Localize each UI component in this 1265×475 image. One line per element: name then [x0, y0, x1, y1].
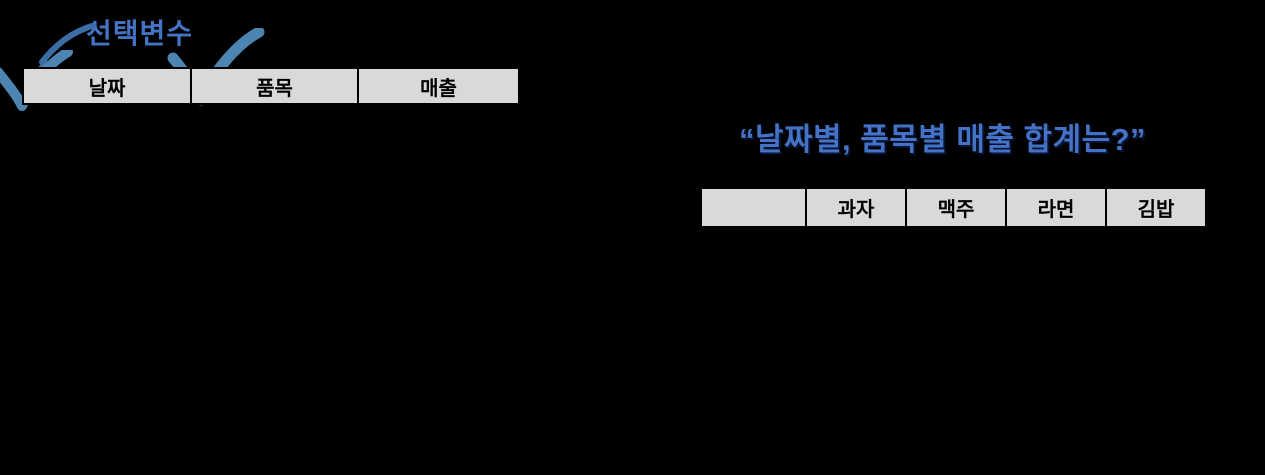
- source-header-item: 품목: [190, 67, 359, 105]
- pivot-header-snack: 과자: [805, 187, 907, 228]
- pivot-header-beer: 맥주: [905, 187, 1007, 228]
- source-header-date: 날짜: [22, 67, 192, 105]
- pivot-header-ramen: 라면: [1005, 187, 1107, 228]
- source-header-sales: 매출: [357, 67, 520, 105]
- annotation-label: 선택변수: [86, 18, 194, 49]
- pivot-header-corner: [700, 187, 807, 228]
- pivot-header-gimbap: 김밥: [1105, 187, 1207, 228]
- question-text: “날짜별, 품목별 매출 합계는?”: [738, 122, 1147, 157]
- checkmark-icon: [0, 50, 73, 111]
